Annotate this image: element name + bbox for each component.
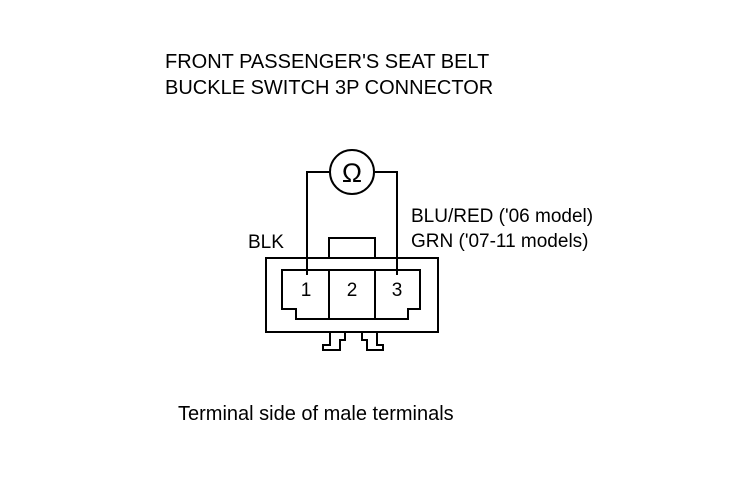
- left-probe-lead: [306, 171, 330, 275]
- pin-1-label: 1: [301, 280, 312, 301]
- connector-3p: 1 2 3: [265, 237, 439, 351]
- connector-key-left: [322, 332, 346, 351]
- pin-3-label: 3: [392, 280, 403, 301]
- connector-key-right: [361, 332, 384, 351]
- pin-2-label: 2: [347, 280, 358, 301]
- diagram-title-line1: FRONT PASSENGER'S SEAT BELT: [165, 51, 489, 73]
- diagram-caption: Terminal side of male terminals: [178, 403, 454, 425]
- connector-lock-tab: [328, 237, 376, 258]
- ohmmeter-icon: Ω: [329, 149, 375, 195]
- connector-housing: [265, 257, 439, 333]
- diagram-title-line2: BUCKLE SWITCH 3P CONNECTOR: [165, 77, 493, 99]
- ohmmeter-circuit: Ω: [306, 149, 398, 275]
- ohm-symbol: Ω: [342, 158, 362, 188]
- right-probe-lead: [375, 171, 398, 275]
- wire-label-right-line1: BLU/RED ('06 model): [411, 206, 593, 227]
- connector-cavity: [281, 269, 421, 320]
- wire-label-left: BLK: [248, 232, 284, 253]
- wire-label-right-line2: GRN ('07-11 models): [411, 231, 589, 252]
